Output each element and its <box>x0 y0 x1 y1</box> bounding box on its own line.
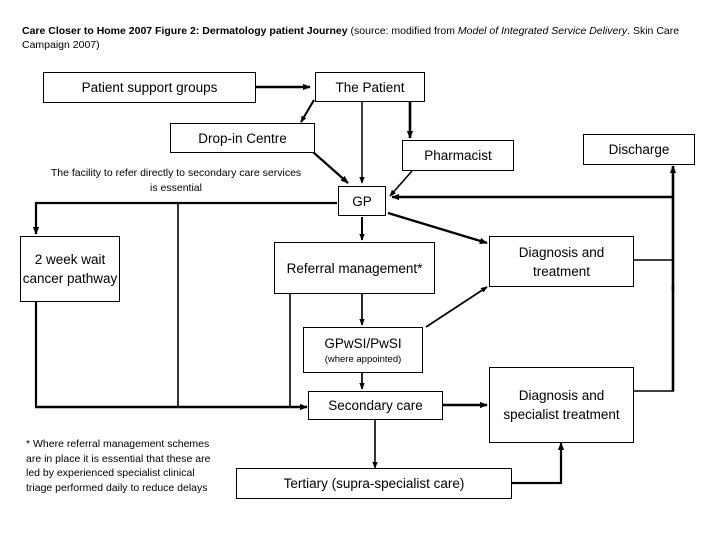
node-label: Drop-in Centre <box>198 130 287 146</box>
node-secondary-care[interactable]: Secondary care <box>308 391 443 420</box>
node-label: GP <box>352 193 372 209</box>
node-label: Secondary care <box>328 398 423 413</box>
node-the-patient[interactable]: The Patient <box>315 72 425 102</box>
caption-title: Care Closer to Home 2007 Figure 2: Derma… <box>22 25 351 37</box>
node-label: Diagnosis and specialist treatment <box>503 388 620 422</box>
node-label: Discharge <box>608 142 670 157</box>
note-text: The facility to refer directly to second… <box>50 167 302 194</box>
caption-source-suffix: . Skin Care Campaign 2007) <box>22 25 680 51</box>
node-label: Referral management* <box>286 260 423 276</box>
node-discharge[interactable]: Discharge <box>583 134 695 165</box>
node-drop-in-centre[interactable]: Drop-in Centre <box>170 123 315 153</box>
note-footnote-referral-management: * Where referral management schemes are … <box>26 437 212 495</box>
node-diagnosis-and-treatment[interactable]: Diagnosis and treatment <box>489 236 634 287</box>
node-2-week-wait-cancer-pathway[interactable]: 2 week wait cancer pathway <box>20 236 120 302</box>
note-text: * Where referral management schemes are … <box>26 438 211 494</box>
node-gp[interactable]: GP <box>338 186 386 216</box>
node-label: Patient support groups <box>81 80 218 95</box>
node-gpwsi-pwsi[interactable]: GPwSI/PwSI (where appointed) <box>303 327 423 373</box>
node-label: Pharmacist <box>424 148 492 163</box>
node-referral-management[interactable]: Referral management* <box>274 242 435 294</box>
note-facility-refer: The facility to refer directly to second… <box>46 166 306 195</box>
node-pharmacist[interactable]: Pharmacist <box>402 140 514 171</box>
node-patient-support-groups[interactable]: Patient support groups <box>43 72 256 103</box>
caption-source-prefix: (source: modified from <box>350 25 458 37</box>
figure-caption: Care Closer to Home 2007 Figure 2: Derma… <box>22 24 690 52</box>
node-label: Tertiary (supra-specialist care) <box>283 476 465 491</box>
node-diagnosis-and-specialist-treatment[interactable]: Diagnosis and specialist treatment <box>489 367 634 443</box>
caption-source-title: Model of Integrated Service Delivery <box>457 25 628 37</box>
node-label: GPwSI/PwSI <box>324 336 402 351</box>
node-tertiary-supra-specialist-care[interactable]: Tertiary (supra-specialist care) <box>236 468 512 499</box>
node-label: The Patient <box>335 79 405 95</box>
node-label: Diagnosis and treatment <box>518 244 605 279</box>
node-label: 2 week wait cancer pathway <box>22 252 118 286</box>
node-sublabel: (where appointed) <box>324 354 402 365</box>
